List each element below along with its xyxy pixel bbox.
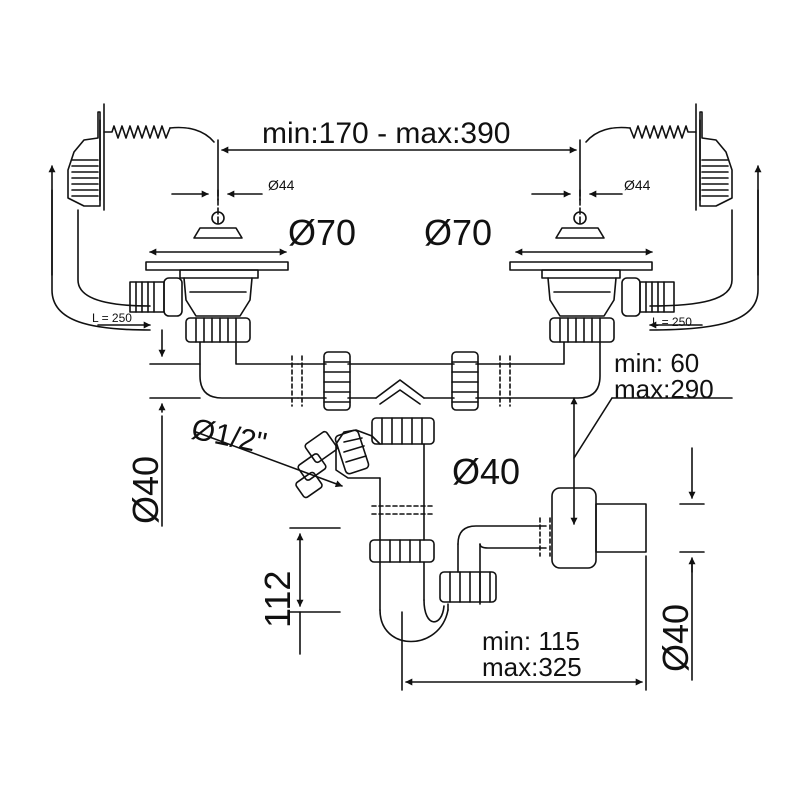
basket-body-right [547, 277, 617, 317]
branch-nut-left [323, 351, 351, 411]
overflow-cap-right [695, 103, 733, 211]
hole-label-left: Ø44 [268, 177, 295, 193]
overflow-grille-right-icon [701, 159, 729, 197]
height-dimension-center [570, 397, 733, 525]
sink-flange-right [509, 261, 653, 279]
width-label: min:170 - max:390 [262, 117, 510, 150]
height-dimension-left [149, 329, 201, 527]
strainer-label-left: Ø70 [288, 212, 356, 253]
overflow-hose-right [649, 189, 759, 331]
strainer-plug-right-icon [555, 189, 605, 239]
strainer-plug-left-icon [193, 189, 243, 239]
appliance-inlet-label: Ø1/2" [189, 413, 270, 461]
trap-nut-lower [439, 571, 497, 603]
overflow-inlet-right [621, 277, 675, 317]
height-max-label: max:290 [614, 374, 714, 404]
height-min-label: min: 60 [614, 348, 699, 378]
vertical-pipe [371, 443, 433, 611]
outlet-dimension-right [679, 447, 705, 681]
outlet-length-dimension [401, 555, 647, 691]
hole-label-right: Ø44 [624, 177, 651, 193]
nut-left [185, 317, 251, 343]
strainer-label-right: Ø70 [424, 212, 492, 253]
outlet-min-label: min: 115 [482, 626, 580, 656]
trap-nut-upper [369, 539, 435, 563]
overflow-cap-left [67, 103, 105, 211]
branch-pipe [199, 341, 601, 407]
trap-depth-label: 112 [257, 571, 298, 628]
trap-depth-dimension [289, 527, 341, 655]
sink-flange-left [145, 261, 289, 279]
overflow-screw-right [585, 125, 697, 143]
hose-length-label-right: L = 250 [652, 315, 692, 329]
trap-bend [379, 543, 481, 643]
overflow-grille-left-icon [71, 159, 99, 197]
overflow-inlet-left [129, 277, 183, 317]
appliance-inlet [295, 429, 381, 499]
nut-right [549, 317, 615, 343]
outlet-diameter-label: Ø40 [655, 604, 696, 672]
basket-body-left [183, 277, 253, 317]
central-tee [371, 379, 435, 445]
hose-length-label-left: L = 250 [92, 311, 132, 325]
outlet-pipe [457, 487, 647, 569]
left-diameter-label: Ø40 [125, 456, 166, 524]
overflow-screw-left [103, 125, 215, 143]
branch-nut-right [451, 351, 479, 411]
branch-diameter-label: Ø40 [452, 451, 520, 492]
outlet-max-label: max:325 [482, 652, 582, 682]
